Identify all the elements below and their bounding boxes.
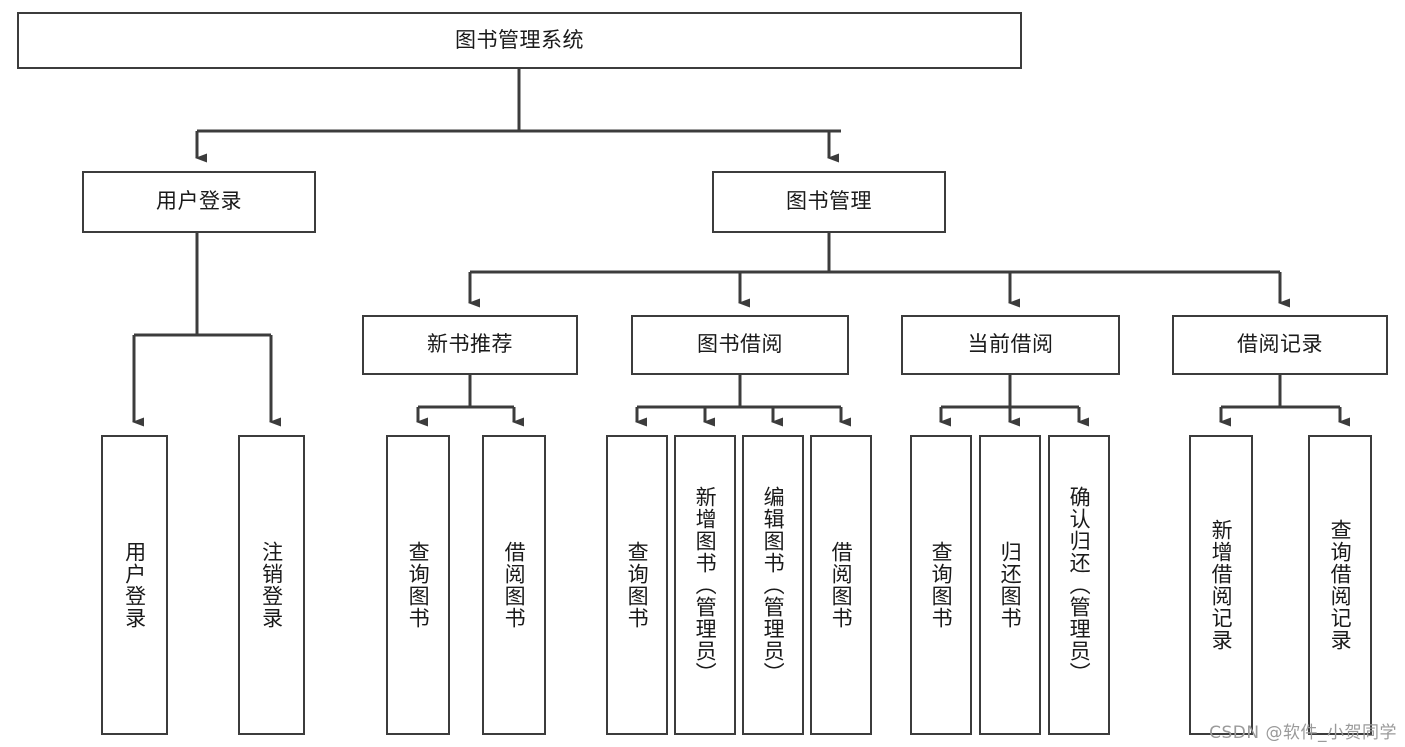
- node-book-borrow[interactable]: 图书借阅: [631, 315, 849, 375]
- leaf-borrow-edit-book-admin[interactable]: 编辑图书（管理员）: [742, 435, 804, 735]
- leaf-borrow-add-book-admin[interactable]: 新增图书（管理员）: [674, 435, 736, 735]
- node-label: 查询图书: [625, 541, 650, 629]
- node-label: 借阅图书: [829, 541, 854, 629]
- leaf-recommend-query-book[interactable]: 查询图书: [386, 435, 450, 735]
- node-label: 新书推荐: [427, 332, 513, 357]
- leaf-user-login-login[interactable]: 用户登录: [101, 435, 168, 735]
- node-current-borrow[interactable]: 当前借阅: [901, 315, 1120, 375]
- leaf-current-return-book[interactable]: 归还图书: [979, 435, 1041, 735]
- node-borrow-record[interactable]: 借阅记录: [1172, 315, 1388, 375]
- leaf-record-add-record[interactable]: 新增借阅记录: [1189, 435, 1253, 735]
- leaf-current-confirm-return-admin[interactable]: 确认归还（管理员）: [1048, 435, 1110, 735]
- node-label: 查询图书: [929, 541, 954, 629]
- node-label: 注销登录: [259, 541, 284, 629]
- leaf-current-query-book[interactable]: 查询图书: [910, 435, 972, 735]
- leaf-recommend-borrow-book[interactable]: 借阅图书: [482, 435, 546, 735]
- node-new-book-recommend[interactable]: 新书推荐: [362, 315, 578, 375]
- node-root-system[interactable]: 图书管理系统: [17, 12, 1022, 69]
- leaf-borrow-query-book[interactable]: 查询图书: [606, 435, 668, 735]
- node-label: 用户登录: [156, 189, 242, 214]
- node-label: 查询图书: [406, 541, 431, 629]
- node-user-login[interactable]: 用户登录: [82, 171, 316, 233]
- node-label: 用户登录: [122, 541, 147, 629]
- node-label: 当前借阅: [967, 332, 1054, 357]
- node-label: 归还图书: [998, 541, 1023, 629]
- node-label: 图书管理: [786, 189, 872, 214]
- node-label: 图书借阅: [697, 332, 783, 357]
- leaf-record-query-record[interactable]: 查询借阅记录: [1308, 435, 1372, 735]
- node-label: 确认归还（管理员）: [1067, 486, 1092, 684]
- node-book-management[interactable]: 图书管理: [712, 171, 946, 233]
- node-label: 新增借阅记录: [1209, 519, 1234, 651]
- node-label: 查询借阅记录: [1328, 519, 1353, 651]
- node-label: 图书管理系统: [455, 27, 584, 52]
- leaf-user-login-logout[interactable]: 注销登录: [238, 435, 305, 735]
- node-label: 编辑图书（管理员）: [761, 486, 786, 684]
- node-label: 借阅图书: [502, 541, 527, 629]
- leaf-borrow-borrow-book[interactable]: 借阅图书: [810, 435, 872, 735]
- watermark: CSDN @软件_小贺同学: [1209, 723, 1397, 743]
- node-label: 借阅记录: [1237, 332, 1323, 357]
- node-label: 新增图书（管理员）: [693, 486, 718, 684]
